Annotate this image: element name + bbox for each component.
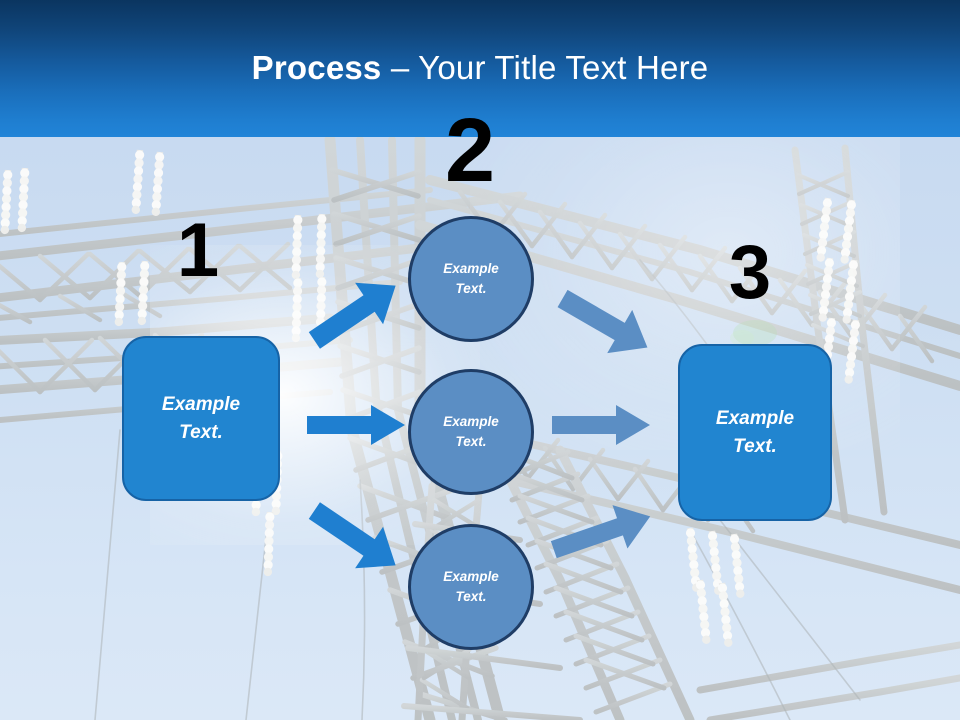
arrow-box1-to-circle-middle — [307, 405, 405, 445]
process-circle-bottom-line2: Text. — [455, 589, 487, 604]
process-circle-top-text: Example Text. — [443, 259, 499, 299]
process-box-left-text: Example Text. — [162, 391, 240, 447]
title-banner: Process – Your Title Text Here — [0, 0, 960, 137]
process-circle-top[interactable]: Example Text. — [408, 216, 534, 342]
process-circle-top-line2: Text. — [455, 281, 487, 296]
process-box-right-line1: Example — [715, 407, 795, 429]
arrow-circle-top-to-box3 — [557, 289, 648, 354]
process-circle-middle-line2: Text. — [455, 434, 487, 449]
process-box-right[interactable]: Example Text. — [678, 344, 832, 521]
process-box-right-line2: Text. — [733, 435, 777, 457]
step-number-3: 3 — [728, 230, 772, 315]
process-circle-top-line1: Example — [443, 261, 499, 276]
process-box-left[interactable]: Example Text. — [122, 336, 280, 501]
process-circle-middle[interactable]: Example Text. — [408, 369, 534, 495]
arrow-box1-to-circle-top — [308, 282, 396, 349]
process-circle-bottom[interactable]: Example Text. — [408, 524, 534, 650]
arrow-box1-to-circle-bottom — [308, 502, 396, 569]
process-box-left-line1: Example — [161, 393, 241, 415]
process-circle-middle-line1: Example — [443, 414, 499, 429]
process-circle-bottom-line1: Example — [443, 569, 499, 584]
process-box-right-text: Example Text. — [716, 405, 794, 461]
title-rest-part: – Your Title Text Here — [381, 49, 709, 86]
process-circle-middle-text: Example Text. — [443, 412, 499, 452]
step-number-1: 1 — [176, 208, 220, 293]
page-title: Process – Your Title Text Here — [0, 48, 960, 88]
arrow-circle-bottom-to-box3 — [550, 505, 651, 559]
step-number-2: 2 — [444, 101, 496, 201]
arrow-circle-middle-to-box3 — [552, 405, 650, 445]
process-box-left-line2: Text. — [179, 421, 223, 443]
title-bold-part: Process — [251, 49, 382, 86]
process-circle-bottom-text: Example Text. — [443, 567, 499, 607]
